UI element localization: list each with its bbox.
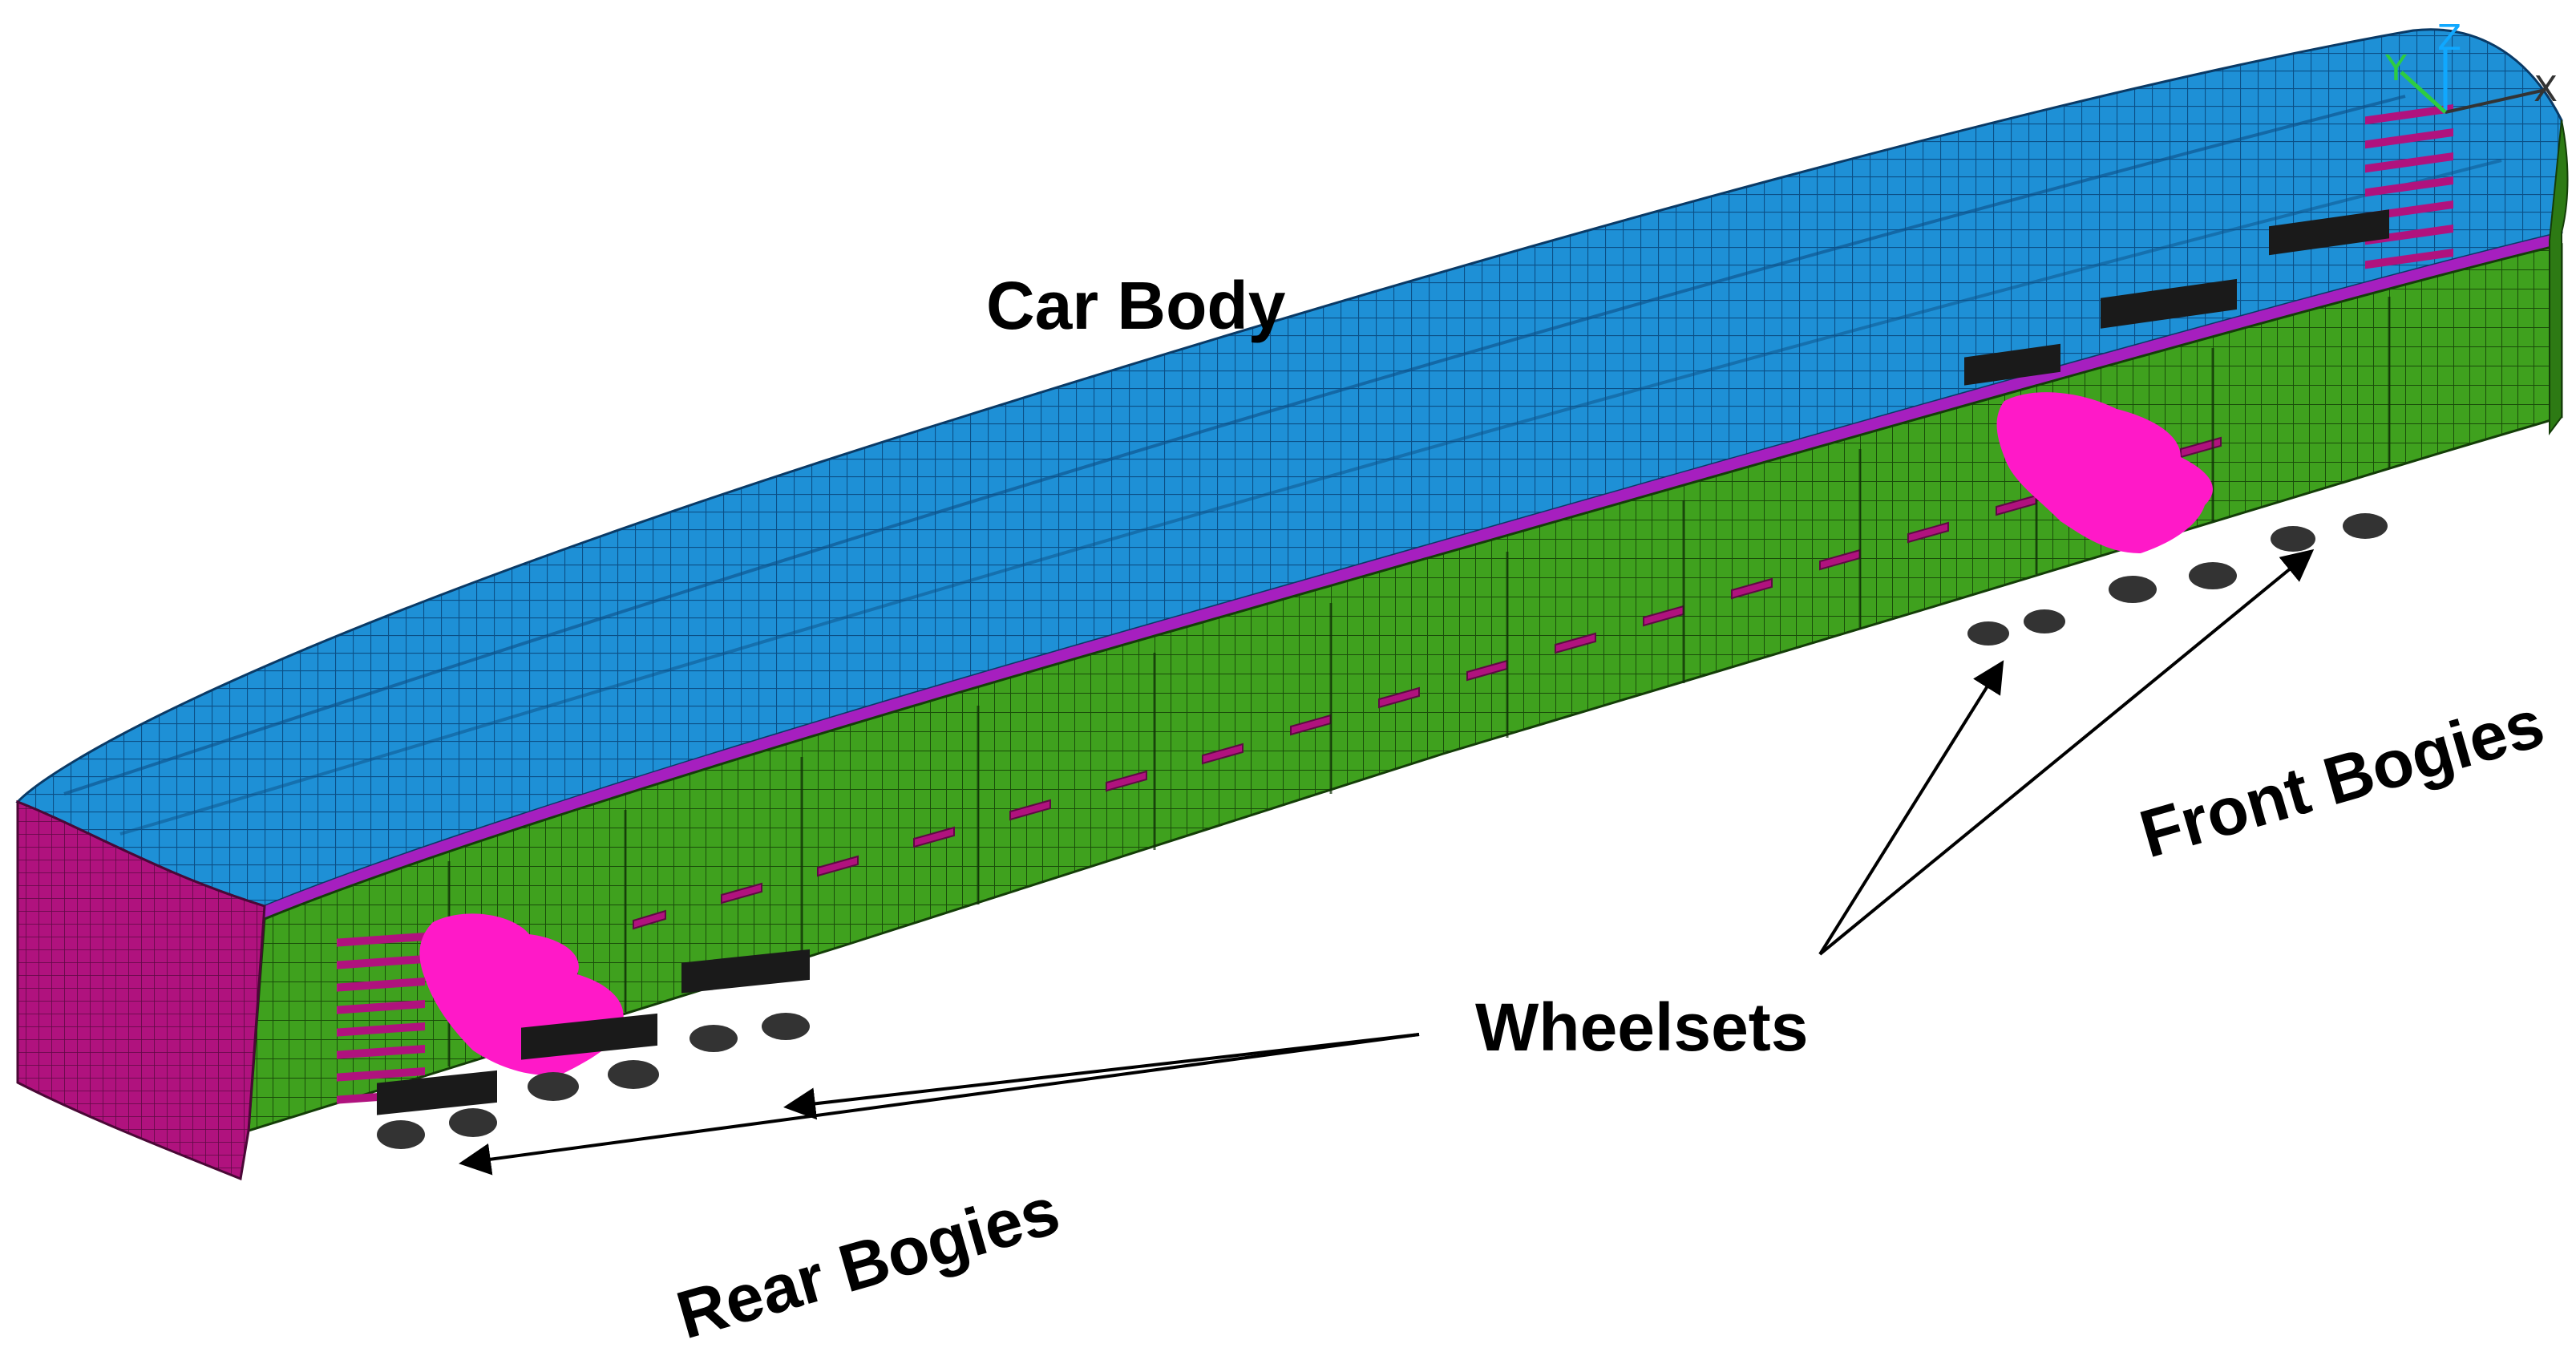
triad-y-label: Y xyxy=(2384,48,2407,89)
triad-x-label: X xyxy=(2534,69,2558,110)
roof-ridge-line xyxy=(63,95,2406,795)
front-bogie-2 xyxy=(2101,278,2237,603)
car-body-side-wall xyxy=(247,243,2563,1133)
triad-z-label: Z xyxy=(2437,18,2461,59)
waist-band xyxy=(265,233,2562,919)
side-panel-ribs xyxy=(447,297,2391,1066)
car-body-front-end xyxy=(2549,119,2569,435)
front-bogie-3 xyxy=(2269,209,2389,552)
front-floor-mass xyxy=(1996,392,2213,553)
roof-ridge-line xyxy=(119,159,2502,836)
rear-bogie-2 xyxy=(521,1013,659,1101)
coordinate-triad: Z Y X xyxy=(2384,18,2558,114)
front-bogie-1 xyxy=(1964,343,2065,646)
car-body-label: Car Body xyxy=(986,268,1286,343)
front-bogies-label: Front Bogies xyxy=(2132,685,2552,872)
car-body-rear-end-wall xyxy=(16,799,266,1181)
rear-bogie-3 xyxy=(681,949,810,1052)
rear-bogie-1 xyxy=(377,1070,497,1149)
wheelsets-label: Wheelsets xyxy=(1475,990,1809,1065)
wheelsets-callout-arrows xyxy=(459,548,2315,1176)
rear-bogies-label: Rear Bogies xyxy=(669,1172,1067,1353)
